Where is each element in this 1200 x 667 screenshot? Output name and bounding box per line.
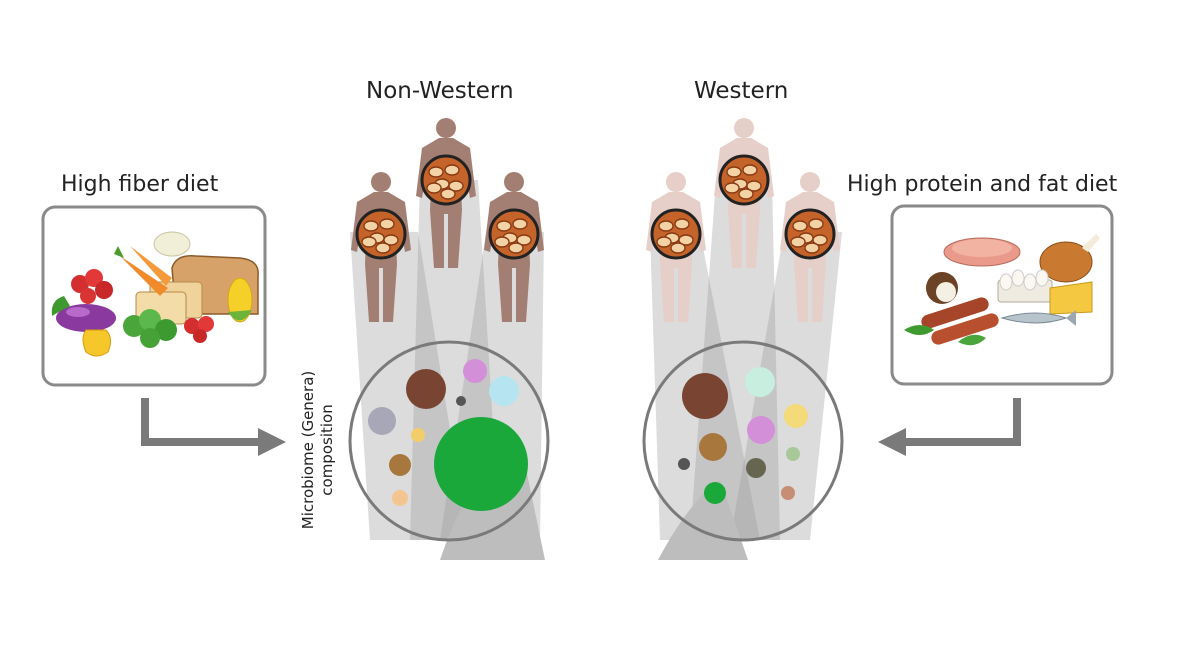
genus-dot [389, 454, 411, 476]
microbiome-circle-western [642, 340, 844, 542]
genus-dot [368, 407, 396, 435]
genus-dot [699, 433, 727, 461]
human-figure-icon [484, 172, 544, 322]
human-figure-icon [416, 118, 476, 268]
genus-dot [682, 373, 728, 419]
projection-wedge [658, 480, 748, 560]
microbiome-genera-non-western [368, 359, 528, 511]
genus-dot [406, 369, 446, 409]
genus-dot [392, 490, 408, 506]
genus-dot [434, 417, 528, 511]
genus-dot [456, 396, 466, 406]
axis-label-line2: composition [318, 404, 336, 496]
genus-dot [489, 376, 519, 406]
microbiome-genera-western [678, 367, 808, 504]
genus-dot [704, 482, 726, 504]
high-fiber-diet-label: High fiber diet [61, 172, 219, 197]
human-figure-icon [351, 172, 411, 322]
human-figure-icon [714, 118, 774, 268]
vegetables-fruit-bread-icon [51, 231, 259, 357]
genus-dot [781, 486, 795, 500]
genus-dot [786, 447, 800, 461]
genus-dot [678, 458, 690, 470]
axis-label-line1: Microbiome (Genera) [299, 370, 317, 530]
western-title: Western [694, 78, 789, 104]
high-protein-fat-diet-label: High protein and fat diet [847, 172, 1118, 197]
high-protein-fat-food-box [890, 204, 1114, 386]
microbiome-axis-label: Microbiome (Genera) composition [299, 371, 337, 530]
human-figures [351, 118, 840, 322]
intestine-icon [355, 208, 407, 260]
genus-dot [411, 428, 425, 442]
intestine-icon [650, 208, 702, 260]
meat-fish-eggs-cheese-icon [904, 234, 1100, 346]
genus-dot [784, 404, 808, 428]
microbiome-circle-non-western [348, 340, 550, 542]
high-fiber-food-box [41, 205, 267, 387]
intestine-icon [784, 208, 836, 260]
intestine-icon [488, 208, 540, 260]
arrow-protein-to-western [878, 398, 1021, 456]
arrow-fiber-to-non-western [141, 398, 286, 456]
genus-dot [745, 367, 775, 397]
human-figure-icon [646, 172, 706, 322]
genus-dot [463, 359, 487, 383]
human-figure-icon [780, 172, 840, 322]
genus-dot [747, 416, 775, 444]
intestine-icon [718, 154, 770, 206]
non-western-title: Non-Western [366, 78, 514, 104]
intestine-icon [420, 154, 472, 206]
genus-dot [746, 458, 766, 478]
